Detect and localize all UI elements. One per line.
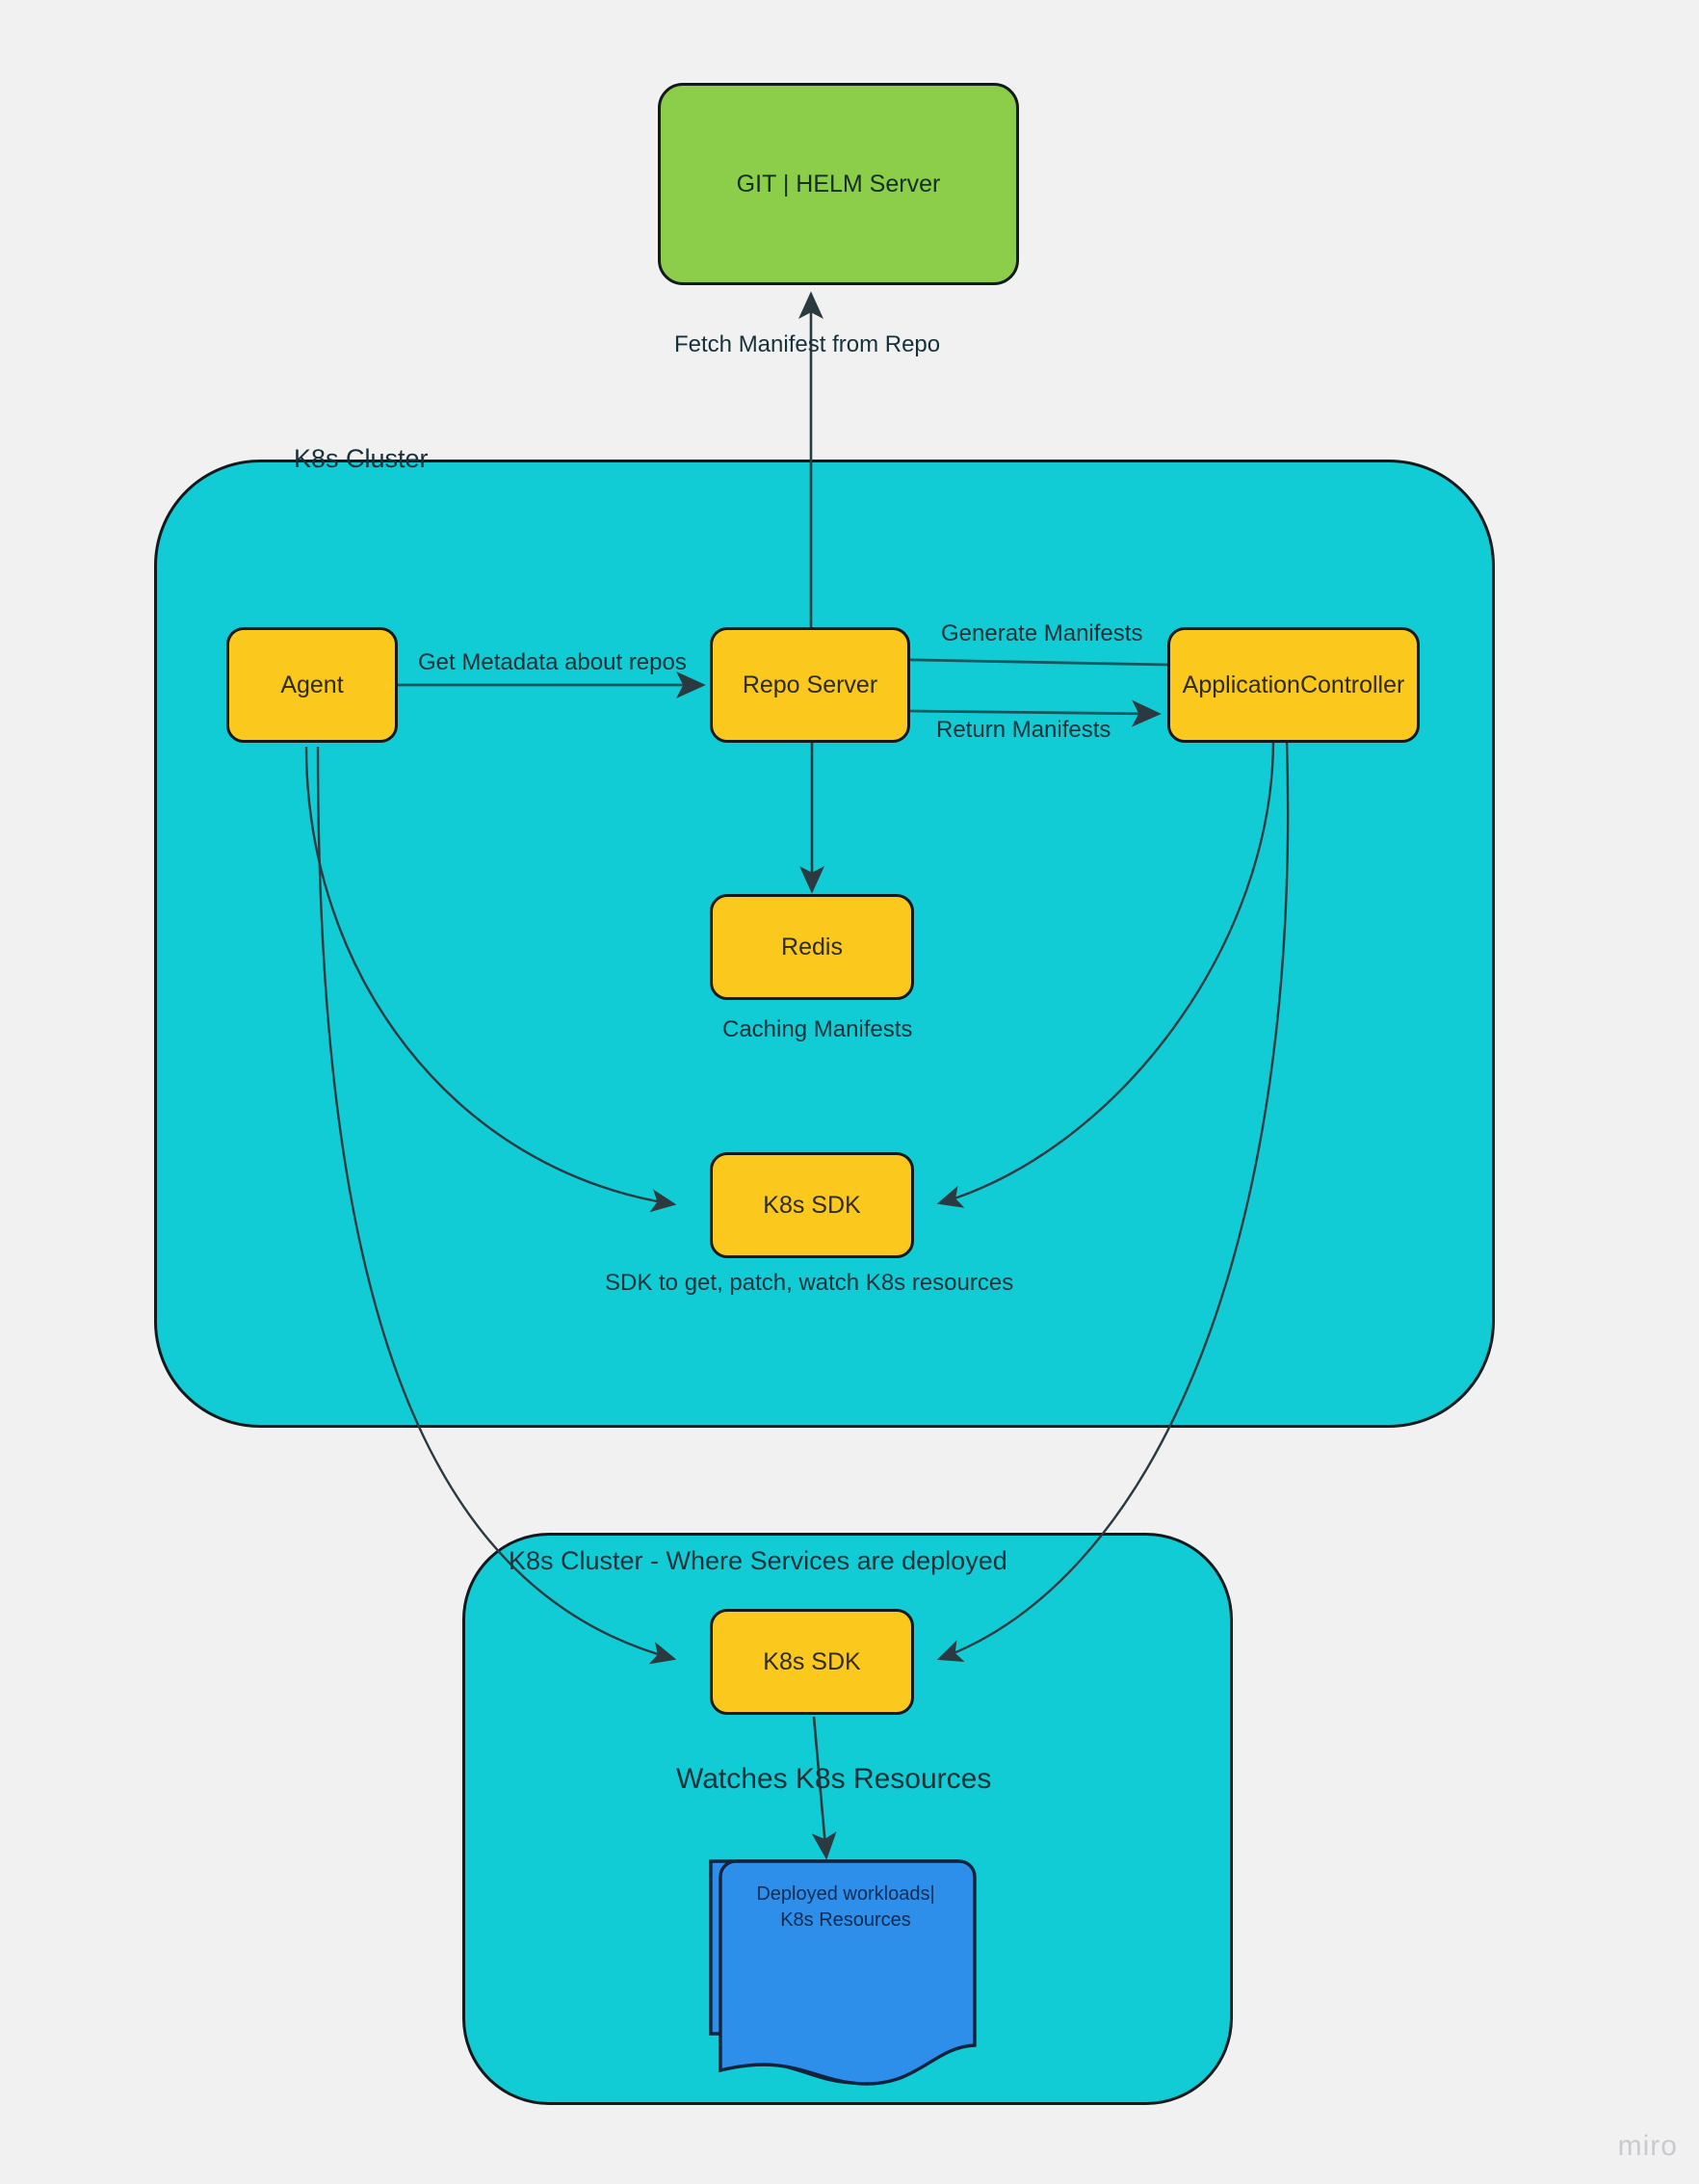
edge-label-generate-manifests: Generate Manifests	[941, 620, 1143, 646]
node-agent[interactable]: Agent	[226, 627, 398, 743]
node-k8s-sdk-lower[interactable]: K8s SDK	[710, 1609, 914, 1715]
node-k8s-sdk-lower-label: K8s SDK	[763, 1647, 861, 1675]
node-repo-server[interactable]: Repo Server	[710, 627, 910, 743]
node-redis-label: Redis	[781, 933, 843, 960]
node-agent-label: Agent	[280, 671, 344, 698]
node-k8s-sdk-upper[interactable]: K8s SDK	[710, 1152, 914, 1258]
node-application-controller[interactable]: ApplicationController	[1167, 627, 1420, 743]
edge-label-watches-k8s-resources: Watches K8s Resources	[676, 1763, 992, 1795]
node-redis[interactable]: Redis	[710, 894, 914, 1000]
node-repo-server-label: Repo Server	[742, 671, 878, 698]
cluster-lower-title: K8s Cluster - Where Services are deploye…	[509, 1546, 1007, 1575]
edge-label-get-metadata: Get Metadata about repos	[418, 649, 687, 675]
node-deployed-workloads-label: Deployed workloads| K8s Resources	[756, 1883, 935, 1931]
caption-sdk-purpose: SDK to get, patch, watch K8s resources	[605, 1270, 1014, 1296]
cluster-upper-title: K8s Cluster	[294, 444, 429, 473]
node-k8s-sdk-upper-label: K8s SDK	[763, 1191, 861, 1219]
node-git-helm-server[interactable]: GIT | HELM Server	[658, 83, 1019, 285]
node-git-helm-server-label: GIT | HELM Server	[736, 170, 941, 197]
node-application-controller-label: ApplicationController	[1182, 671, 1405, 698]
caption-caching-manifests: Caching Manifests	[722, 1016, 913, 1042]
edge-label-return-manifests: Return Manifests	[936, 717, 1111, 743]
miro-watermark: miro	[1617, 2130, 1678, 2162]
edge-label-fetch-manifest: Fetch Manifest from Repo	[674, 331, 941, 357]
